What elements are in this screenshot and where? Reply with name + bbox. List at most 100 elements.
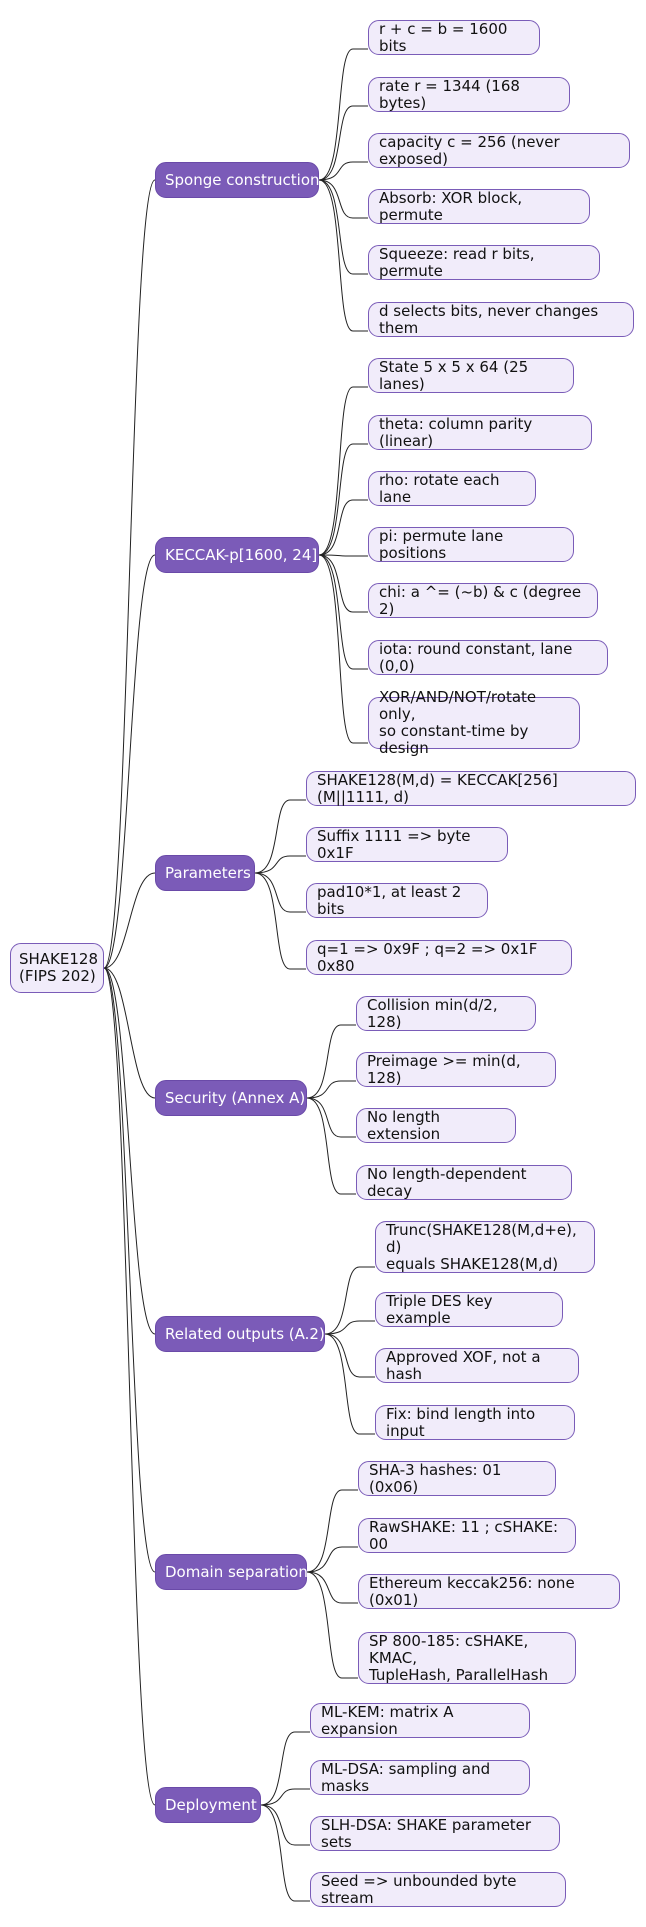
branch-leaf-connector bbox=[254, 872, 306, 913]
leaf-label: Preimage >= min(d, 128) bbox=[367, 1051, 521, 1087]
leaf-label: Fix: bind length into input bbox=[386, 1404, 536, 1440]
branch-leaf-connector bbox=[318, 179, 368, 275]
branch-leaf-connector bbox=[318, 554, 368, 557]
branch-leaf-connector bbox=[306, 1024, 356, 1099]
leaf-node: Fix: bind length into input bbox=[375, 1405, 575, 1440]
leaf-node: ML-DSA: sampling and masks bbox=[310, 1760, 530, 1795]
branch-leaf-connector bbox=[318, 48, 368, 181]
leaf-node: pi: permute lane positions bbox=[368, 527, 574, 562]
leaf-node: Seed => unbounded byte stream bbox=[310, 1872, 566, 1907]
branch-leaf-connector bbox=[260, 1804, 310, 1846]
root-branch-connector bbox=[103, 872, 156, 969]
leaf-label: Triple DES key example bbox=[386, 1291, 493, 1327]
branch-leaf-connector bbox=[254, 855, 306, 874]
leaf-label: Absorb: XOR block, permute bbox=[379, 188, 523, 224]
branch-node: Domain separation bbox=[155, 1554, 308, 1590]
branch-label: Related outputs (A.2) bbox=[165, 1324, 325, 1343]
leaf-label: theta: column parity (linear) bbox=[379, 414, 533, 450]
leaf-label: pad10*1, at least 2 bits bbox=[317, 882, 462, 918]
branch-label: Deployment bbox=[165, 1795, 257, 1814]
leaf-node: iota: round constant, lane (0,0) bbox=[368, 640, 608, 675]
leaf-node: Absorb: XOR block, permute bbox=[368, 189, 590, 224]
branch-leaf-connector bbox=[324, 1266, 375, 1335]
branch-leaf-connector bbox=[318, 105, 368, 181]
leaf-node: q=1 => 0x9F ; q=2 => 0x1F 0x80 bbox=[306, 940, 572, 975]
leaf-node: SHAKE128(M,d) = KECCAK[256](M||1111, d) bbox=[306, 771, 636, 806]
leaf-node: chi: a ^= (~b) & c (degree 2) bbox=[368, 583, 598, 618]
leaf-label: Ethereum keccak256: none (0x01) bbox=[369, 1573, 575, 1609]
leaf-node: Trunc(SHAKE128(M,d+e), d) equals SHAKE12… bbox=[375, 1221, 595, 1273]
leaf-label: ML-KEM: matrix A expansion bbox=[321, 1702, 454, 1738]
root-branch-connector bbox=[103, 179, 156, 969]
leaf-node: rate r = 1344 (168 bytes) bbox=[368, 77, 570, 112]
leaf-node: Squeeze: read r bits, permute bbox=[368, 245, 600, 280]
branch-node: Sponge construction bbox=[155, 162, 320, 198]
root-branch-connector bbox=[103, 967, 156, 1335]
leaf-node: No length-dependent decay bbox=[356, 1165, 572, 1200]
branch-node: KECCAK-p[1600, 24] bbox=[155, 537, 319, 573]
branch-leaf-connector bbox=[306, 1571, 358, 1604]
leaf-node: No length extension bbox=[356, 1108, 516, 1143]
branch-leaf-connector bbox=[306, 1571, 358, 1679]
branch-node: Security (Annex A) bbox=[155, 1080, 307, 1116]
root-label: SHAKE128 (FIPS 202) bbox=[19, 950, 99, 985]
leaf-label: q=1 => 0x9F ; q=2 => 0x1F 0x80 bbox=[317, 939, 538, 975]
leaf-node: Approved XOF, not a hash bbox=[375, 1348, 579, 1383]
leaf-label: Squeeze: read r bits, permute bbox=[379, 244, 535, 280]
branch-leaf-connector bbox=[324, 1333, 375, 1378]
root-branch-connector bbox=[103, 967, 156, 1806]
leaf-node: Triple DES key example bbox=[375, 1292, 563, 1327]
leaf-node: r + c = b = 1600 bits bbox=[368, 20, 540, 55]
leaf-label: XOR/AND/NOT/rotate only, so constant-tim… bbox=[379, 688, 537, 757]
leaf-label: State 5 x 5 x 64 (25 lanes) bbox=[379, 357, 529, 393]
leaf-label: iota: round constant, lane (0,0) bbox=[379, 639, 573, 675]
branch-leaf-connector bbox=[318, 179, 368, 332]
branch-leaf-connector bbox=[306, 1080, 356, 1099]
leaf-label: rate r = 1344 (168 bytes) bbox=[379, 76, 520, 112]
branch-label: KECCAK-p[1600, 24] bbox=[165, 545, 318, 564]
leaf-label: Seed => unbounded byte stream bbox=[321, 1871, 517, 1907]
leaf-label: rho: rotate each lane bbox=[379, 470, 500, 506]
branch-leaf-connector bbox=[254, 799, 306, 874]
branch-node: Parameters bbox=[155, 855, 255, 891]
branch-leaf-connector bbox=[260, 1788, 310, 1806]
branch-leaf-connector bbox=[318, 161, 368, 181]
leaf-label: ML-DSA: sampling and masks bbox=[321, 1759, 491, 1795]
leaf-node: RawSHAKE: 11 ; cSHAKE: 00 bbox=[358, 1518, 576, 1553]
branch-label: Domain separation bbox=[165, 1562, 308, 1581]
leaf-label: No length-dependent decay bbox=[367, 1164, 527, 1200]
leaf-label: SHA-3 hashes: 01 (0x06) bbox=[369, 1460, 502, 1496]
leaf-node: capacity c = 256 (never exposed) bbox=[368, 133, 630, 168]
leaf-label: SLH-DSA: SHAKE parameter sets bbox=[321, 1815, 532, 1851]
leaf-label: SHAKE128(M,d) = KECCAK[256](M||1111, d) bbox=[317, 770, 558, 806]
branch-leaf-connector bbox=[324, 1333, 375, 1435]
branch-leaf-connector bbox=[306, 1097, 356, 1138]
branch-leaf-connector bbox=[318, 179, 368, 219]
leaf-node: SHA-3 hashes: 01 (0x06) bbox=[358, 1461, 556, 1496]
root-branch-connector bbox=[103, 967, 156, 1099]
leaf-node: rho: rotate each lane bbox=[368, 471, 536, 506]
leaf-node: SLH-DSA: SHAKE parameter sets bbox=[310, 1816, 560, 1851]
leaf-label: RawSHAKE: 11 ; cSHAKE: 00 bbox=[369, 1517, 559, 1553]
branch-leaf-connector bbox=[324, 1320, 375, 1335]
branch-label: Parameters bbox=[165, 863, 251, 882]
leaf-node: SP 800-185: cSHAKE, KMAC, TupleHash, Par… bbox=[358, 1632, 576, 1684]
leaf-label: pi: permute lane positions bbox=[379, 526, 504, 562]
leaf-node: theta: column parity (linear) bbox=[368, 415, 592, 450]
leaf-label: Approved XOF, not a hash bbox=[386, 1347, 541, 1383]
leaf-node: d selects bits, never changes them bbox=[368, 302, 634, 337]
branch-node: Related outputs (A.2) bbox=[155, 1316, 325, 1352]
leaf-node: ML-KEM: matrix A expansion bbox=[310, 1703, 530, 1738]
leaf-label: SP 800-185: cSHAKE, KMAC, TupleHash, Par… bbox=[369, 1631, 549, 1684]
leaf-label: chi: a ^= (~b) & c (degree 2) bbox=[379, 582, 582, 618]
leaf-node: Collision min(d/2, 128) bbox=[356, 996, 536, 1031]
branch-leaf-connector bbox=[306, 1489, 358, 1573]
root-branch-connector bbox=[103, 967, 156, 1573]
leaf-node: State 5 x 5 x 64 (25 lanes) bbox=[368, 358, 574, 393]
leaf-label: Suffix 1111 => byte 0x1F bbox=[317, 826, 471, 862]
branch-leaf-connector bbox=[318, 499, 368, 556]
branch-leaf-connector bbox=[318, 554, 368, 613]
leaf-node: XOR/AND/NOT/rotate only, so constant-tim… bbox=[368, 689, 580, 757]
